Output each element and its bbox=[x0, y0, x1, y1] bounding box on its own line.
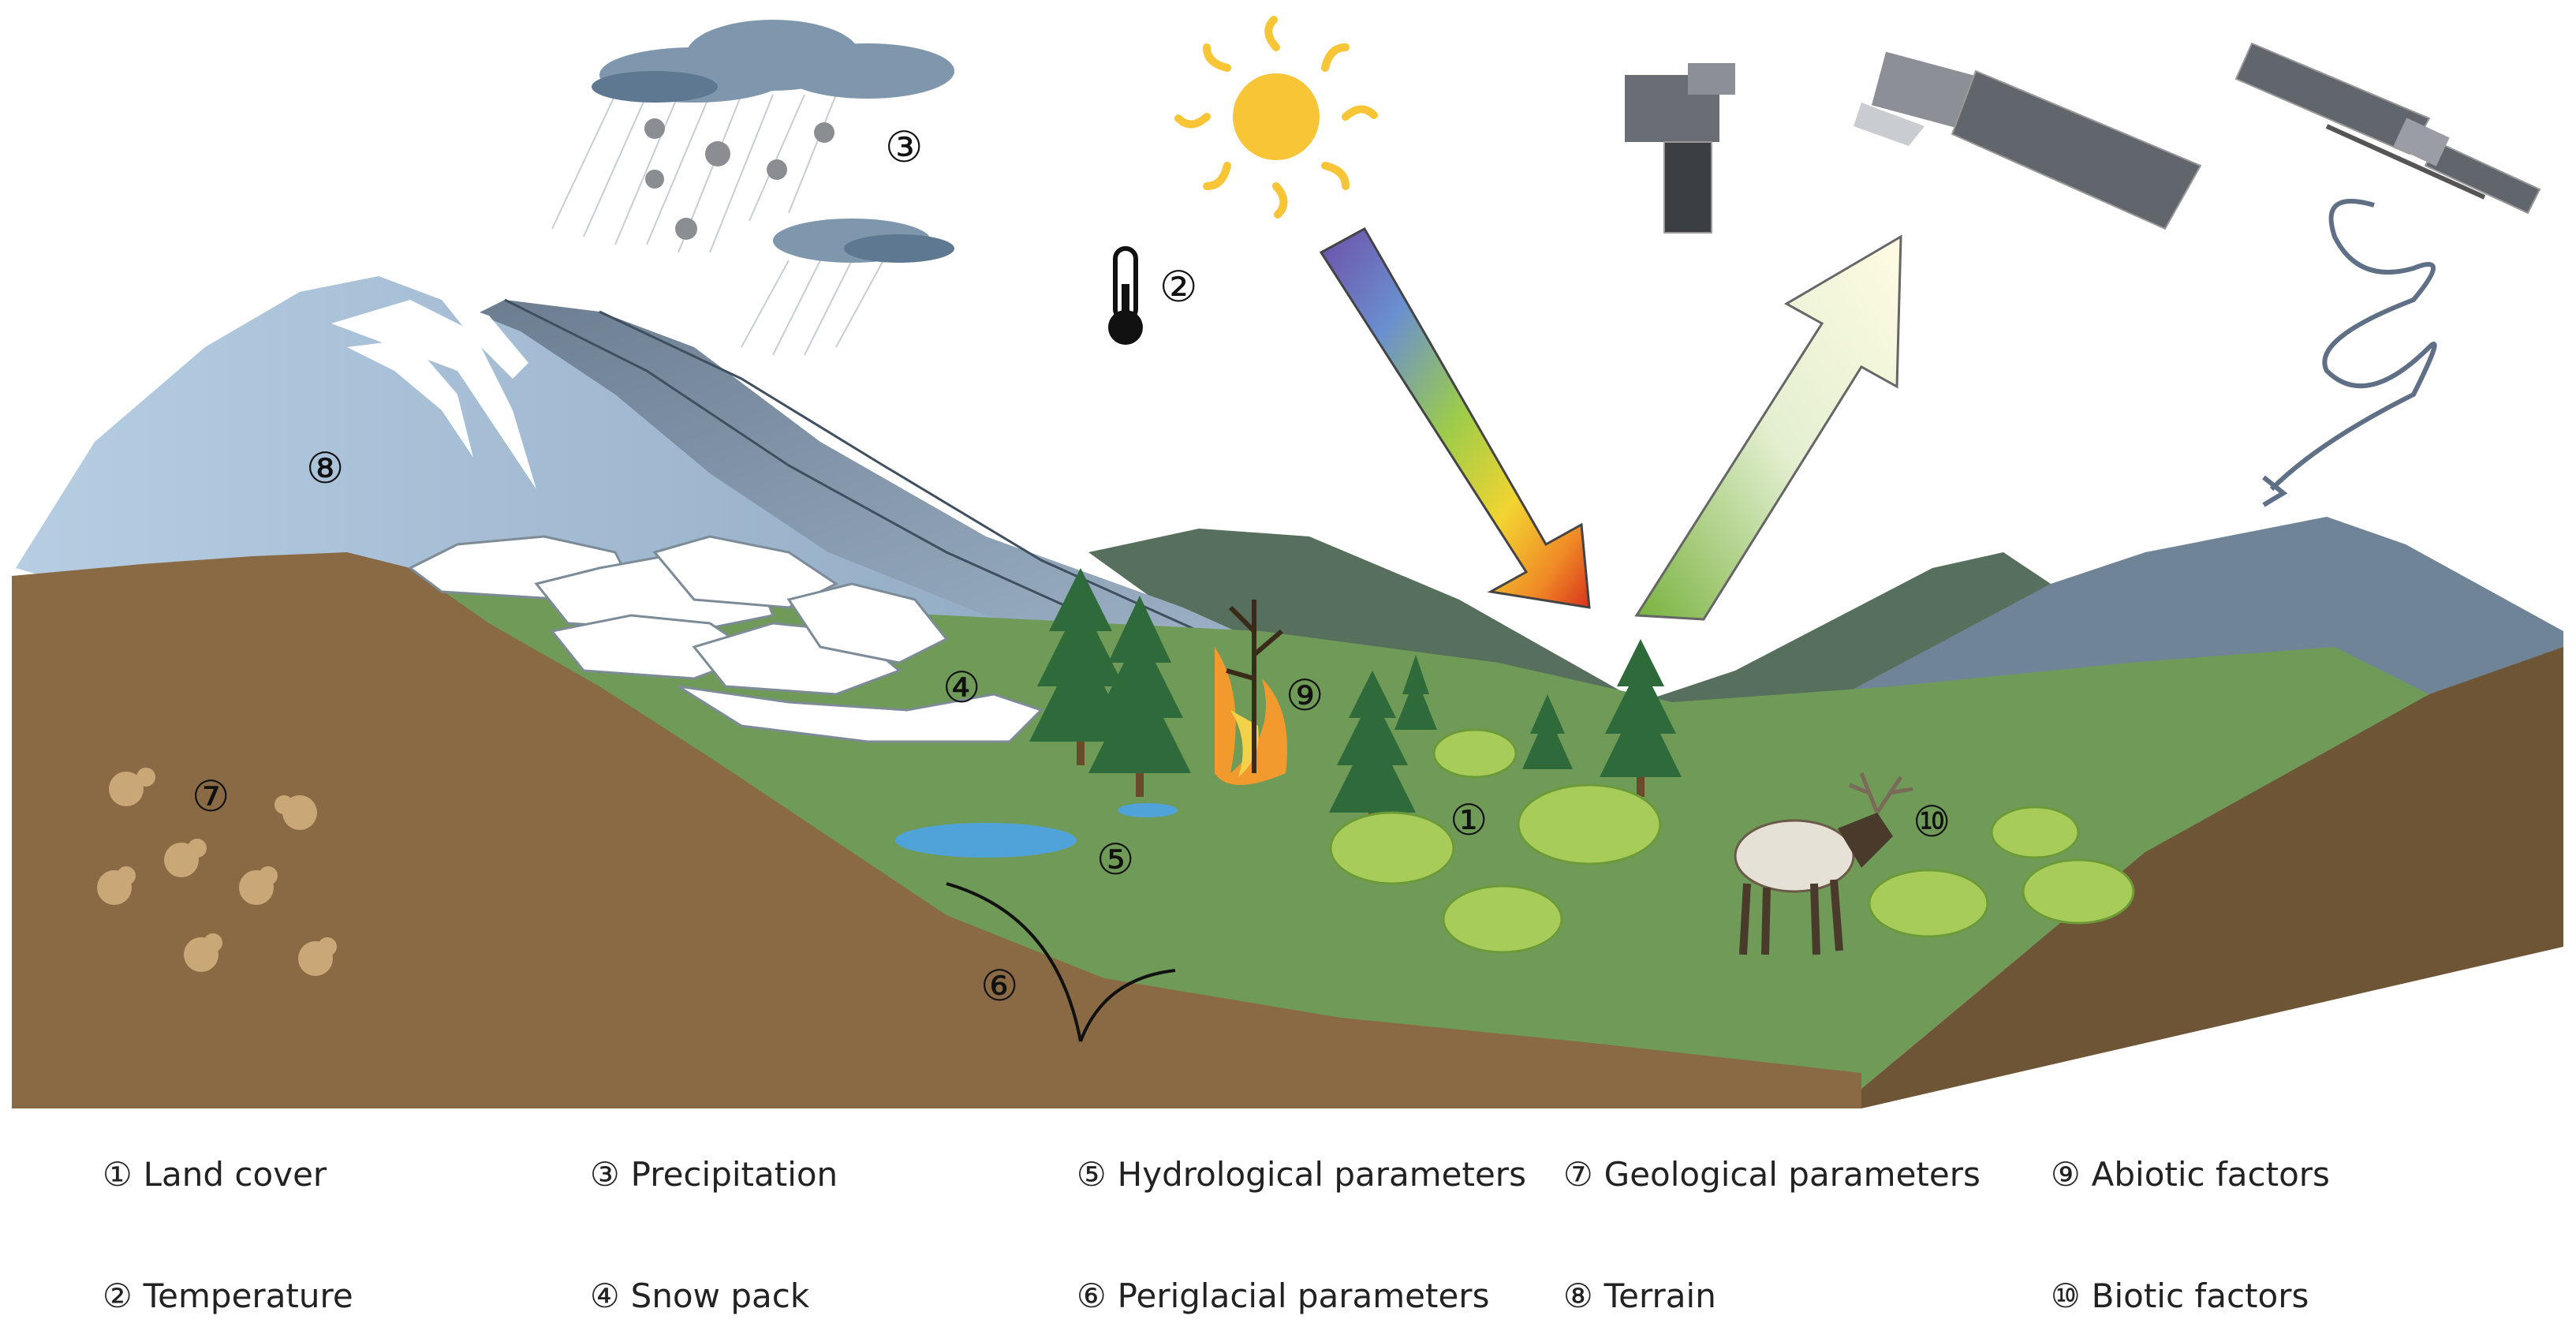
lake bbox=[895, 803, 1178, 858]
tree-icon bbox=[1394, 655, 1437, 730]
marker-9: ⑨ bbox=[1286, 671, 1323, 720]
satellite-icon bbox=[2234, 42, 2541, 215]
mountain-ridge-lines bbox=[504, 298, 1200, 633]
sun-icon bbox=[1174, 16, 1378, 219]
elk-icon bbox=[1734, 772, 1913, 955]
glacier-ice bbox=[331, 300, 536, 489]
tree-icon bbox=[1329, 671, 1416, 813]
conifer-trees bbox=[1029, 568, 1682, 832]
marker-4: ④ bbox=[943, 663, 980, 712]
incoming-radiation-arrow bbox=[1319, 226, 1591, 609]
periglacial-lines bbox=[946, 882, 1176, 1042]
satellite-icon bbox=[1854, 51, 2202, 230]
tree-icon bbox=[1600, 639, 1682, 777]
shrub-icon bbox=[1868, 869, 1989, 938]
shrub-icon bbox=[2022, 858, 2135, 925]
radar-wave-arrowhead bbox=[2262, 475, 2288, 507]
marker-6: ⑥ bbox=[980, 961, 1018, 1011]
soil-block-left bbox=[12, 552, 1861, 1108]
tree-icon bbox=[1088, 596, 1191, 773]
marker-2: ② bbox=[1159, 262, 1197, 312]
marker-7: ⑦ bbox=[192, 772, 230, 821]
precipitation-clouds bbox=[551, 20, 954, 356]
marker-3: ③ bbox=[885, 122, 923, 172]
shrub-icon bbox=[1329, 811, 1455, 885]
rain-lines bbox=[551, 94, 884, 356]
thermometer-icon bbox=[1108, 246, 1143, 345]
shrub-icon bbox=[1442, 884, 1563, 954]
shrub-icon bbox=[1990, 806, 2080, 859]
shrub-icon bbox=[1517, 783, 1662, 865]
snow-pack bbox=[408, 535, 1043, 743]
reflected-radiation-arrow bbox=[1634, 234, 1902, 621]
shrubs bbox=[1329, 728, 2135, 954]
shrub-icon bbox=[1432, 728, 1518, 779]
marker-8: ⑧ bbox=[306, 443, 344, 493]
fire-icon bbox=[1215, 600, 1287, 785]
soil-block-right-side bbox=[1861, 647, 2563, 1108]
tree-icon bbox=[1522, 694, 1573, 769]
satellite-icon bbox=[1625, 63, 1735, 234]
cloud-icon bbox=[592, 20, 954, 263]
geological-fossils bbox=[97, 768, 337, 976]
marker-10: ⑩ bbox=[1913, 797, 1951, 847]
marker-5: ⑤ bbox=[1096, 835, 1134, 884]
radar-wave-signal bbox=[2269, 199, 2437, 492]
marker-1: ① bbox=[1450, 795, 1488, 845]
snowflake-icon bbox=[644, 118, 834, 240]
